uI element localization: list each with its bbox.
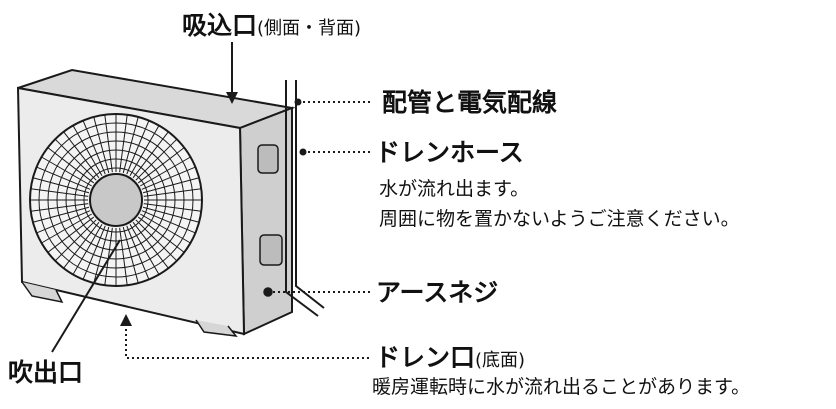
drain-port-title: ドレン口 [375,343,476,372]
fan-spoke [142,177,200,194]
outlet-label: 吹出口 [8,358,84,387]
fan-spoke [63,221,100,269]
fan-spoke [47,216,95,253]
fan-grille [29,113,203,287]
fan-spoke [82,120,106,175]
fan-spoke [47,147,95,184]
piping-dot [294,98,302,106]
fan-spoke [143,188,202,197]
unit-foot-left [21,281,64,304]
piping [285,80,319,317]
intake-title: 吸込口 [182,11,258,40]
fan-spoke [54,219,97,262]
fan-spoke [104,227,113,286]
fan-spoke [36,210,91,234]
intake-arrowhead [226,92,238,104]
fan-spoke [137,147,185,184]
fan-spoke [126,225,150,280]
drain-hose-desc-2: 周囲に物を置かないようご注意ください。 [379,208,740,230]
drain-port-leader [125,324,370,359]
piping-label: 配管と電気配線 [382,88,558,117]
fan-spoke [132,131,169,179]
fan-spoke [122,226,139,284]
fan-spoke [137,216,185,253]
outlet-leader [51,239,121,353]
side-valve-cover [259,234,283,266]
fan-spoke [30,203,89,212]
fan-spoke [135,138,178,181]
fan-spoke [132,221,169,269]
drain-port-arrowhead [120,314,132,326]
fan-spoke [139,213,191,244]
drain-port-desc: 暖房運転時に水が流れ出ることがあります。 [372,376,751,398]
unit-side-panel [238,106,293,336]
fan-spoke [119,227,128,286]
fan-spoke [139,156,191,187]
fan-spoke [141,166,196,190]
fan-spoke [72,125,103,177]
fan-spoke [119,114,128,173]
fan-spoke [93,116,110,174]
fan-spoke [135,219,178,262]
drain-port-label: ドレン口(底面) [375,345,525,370]
fan-spoke [30,188,89,197]
drain-hose-desc-1: 水が流れ出ます。 [379,178,530,200]
fan-spoke [32,206,90,223]
fan-spoke [32,177,90,194]
fan-spoke [143,203,202,212]
drain-hose-label: ドレンホース [375,138,524,167]
fan-spoke [104,114,113,173]
fan-spoke [41,213,93,244]
fan-spoke [141,210,196,234]
drain-hose-dot [299,148,307,156]
fan-spoke [36,166,91,190]
unit-foot-right [195,319,238,337]
fan-spoke [122,116,139,174]
piping-inner [295,80,325,309]
fan-spoke [63,131,100,179]
fan-spoke [129,125,160,177]
side-handle [257,144,279,174]
fan-spoke [72,223,103,275]
earth-screw-label: アースネジ [376,278,499,307]
drain-port-note: (底面) [475,350,526,371]
fan-spoke [126,120,150,175]
fan-hub [89,173,143,227]
fan-spoke [41,156,93,187]
intake-note: (側面・背面) [257,18,362,39]
intake-label: 吸込口(側面・背面) [182,13,361,38]
fan-spoke [142,206,200,223]
earth-screw-dot [264,288,272,296]
fan-spoke [93,226,110,284]
fan-spoke [82,225,106,280]
fan-spoke [54,138,97,181]
fan-spoke [129,223,160,275]
